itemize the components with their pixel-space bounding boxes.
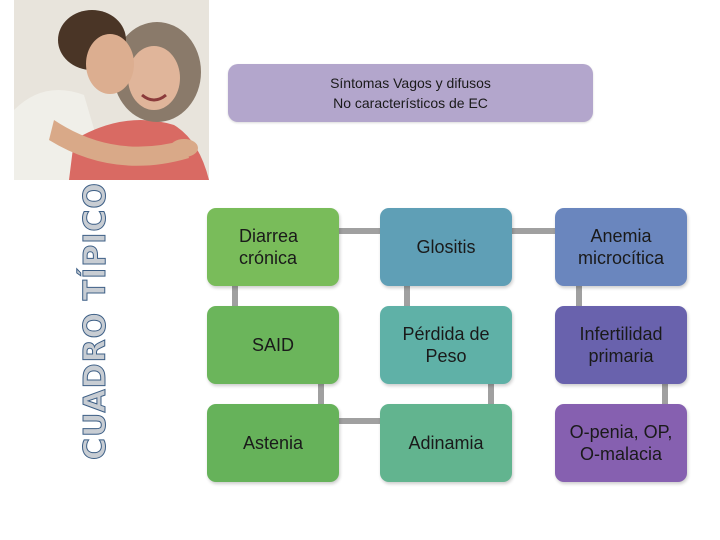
card-infertilidad-label: Infertilidad primaria <box>579 324 663 366</box>
card-astenia-label: Astenia <box>242 433 304 453</box>
card-adinamia: Adinamia <box>380 404 512 482</box>
header-box: Síntomas Vagos y difusos No característi… <box>228 64 593 122</box>
card-perdida: Pérdida de Peso <box>380 306 512 384</box>
connector-v-col3-b <box>662 384 668 404</box>
card-glositis-label: Glositis <box>416 237 476 257</box>
card-said: SAID <box>207 306 339 384</box>
card-openia-label: O-penia, OP, O-malacia <box>569 422 673 464</box>
couple-photo <box>14 0 209 180</box>
card-openia: O-penia, OP, O-malacia <box>555 404 687 482</box>
connector-v-col2-b <box>488 384 494 404</box>
connector-v-col2-a <box>404 286 410 306</box>
card-adinamia-label: Adinamia <box>408 433 484 453</box>
connector-v-col1-b <box>318 384 324 404</box>
header-line-2: No característicos de EC <box>333 95 488 111</box>
connector-v-col1-a <box>232 286 238 306</box>
connector-h-top <box>338 228 380 234</box>
card-infertilidad: Infertilidad primaria <box>555 306 687 384</box>
vertical-title: CUADRO TÍPICO <box>78 182 114 461</box>
header-line-1: Síntomas Vagos y difusos <box>330 75 491 91</box>
card-anemia-label: Anemia microcítica <box>577 226 664 268</box>
connector-h-bottom <box>338 418 380 424</box>
card-perdida-label: Pérdida de Peso <box>402 324 490 366</box>
card-astenia: Astenia <box>207 404 339 482</box>
card-diarrea: Diarrea crónica <box>207 208 339 286</box>
couple-photo-illustration <box>14 0 209 180</box>
connector-v-col3-a <box>576 286 582 306</box>
card-glositis: Glositis <box>380 208 512 286</box>
card-diarrea-label: Diarrea crónica <box>239 226 299 268</box>
card-anemia: Anemia microcítica <box>555 208 687 286</box>
connector-h-top-right <box>512 228 556 234</box>
card-said-label: SAID <box>251 335 294 355</box>
